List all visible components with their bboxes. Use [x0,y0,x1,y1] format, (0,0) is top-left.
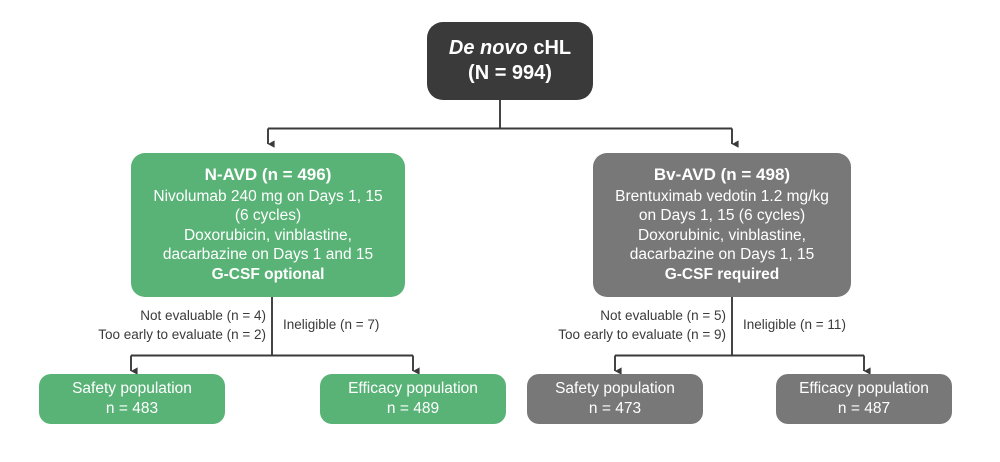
arm-bv-avd-line-2: on Days 1, 15 (6 cycles) [638,207,806,225]
exclusion-ineligible-n-avd: Ineligible (n = 7) [283,317,380,332]
arm-bv-avd-line-3: Doxorubinic, vinblastine, [637,226,806,244]
exclusion-not-evaluable-n-avd: Not evaluable (n = 4) [140,308,266,323]
exclusions-arm-n-avd-left: Not evaluable (n = 4) Too early to evalu… [38,307,266,344]
exclusion-not-evaluable-bv-avd: Not evaluable (n = 5) [600,308,726,323]
arm-bv-avd-line-1: Brentuximab vedotin 1.2 mg/kg [615,187,829,205]
root-title: De novo cHL [449,36,571,61]
exclusions-arm-bv-avd-right: Ineligible (n = 11) [743,316,883,335]
node-efficacy-population-n-avd: Efficacy population n = 489 [320,374,506,424]
node-safety-population-n-avd: Safety population n = 483 [39,374,225,424]
node-safety-population-bv-avd: Safety population n = 473 [527,374,703,424]
efficacy-population-bv-avd-count: n = 487 [837,400,891,417]
arm-n-avd-line-3: Doxorubicin, vinblastine, [183,226,352,244]
efficacy-population-n-avd-count: n = 489 [386,400,440,417]
exclusion-too-early-bv-avd: Too early to evaluate (n = 9) [558,326,726,342]
node-efficacy-population-bv-avd: Efficacy population n = 487 [776,374,952,424]
root-count: (N = 994) [468,62,552,84]
arm-bv-avd-line-4: dacarbazine on Days 1, 15 [629,246,815,264]
arm-bv-avd-header: Bv-AVD (n = 498) [653,164,791,184]
arm-n-avd-line-1: Nivolumab 240 mg on Days 1, 15 [153,187,383,205]
efficacy-population-bv-avd-label: Efficacy population [799,380,929,398]
exclusion-ineligible-bv-avd: Ineligible (n = 11) [743,317,846,332]
root-title-italic: De novo [448,36,528,59]
arm-n-avd-header: N-AVD (n = 496) [204,164,332,184]
arm-n-avd-line-4: dacarbazine on Days 1 and 15 [162,246,374,264]
safety-population-bv-avd-label: Safety population [555,380,675,398]
exclusion-too-early-n-avd: Too early to evaluate (n = 2) [98,326,266,342]
arm-bv-avd-footer: G-CSF required [664,265,780,283]
node-arm-bv-avd: Bv-AVD (n = 498) Brentuximab vedotin 1.2… [593,153,851,297]
node-arm-n-avd: N-AVD (n = 496) Nivolumab 240 mg on Days… [131,153,405,297]
exclusions-arm-n-avd-right: Ineligible (n = 7) [283,316,413,335]
safety-population-n-avd-count: n = 483 [105,400,159,417]
exclusions-arm-bv-avd-left: Not evaluable (n = 5) Too early to evalu… [498,307,726,344]
arm-n-avd-footer: G-CSF optional [211,265,325,283]
efficacy-population-n-avd-label: Efficacy population [348,380,478,398]
arm-n-avd-line-2: (6 cycles) [234,207,302,225]
node-root-cohort: De novo cHL (N = 994) [427,22,593,100]
safety-population-n-avd-label: Safety population [72,380,192,398]
safety-population-bv-avd-count: n = 473 [588,400,642,417]
root-title-rest: cHL [527,36,572,59]
